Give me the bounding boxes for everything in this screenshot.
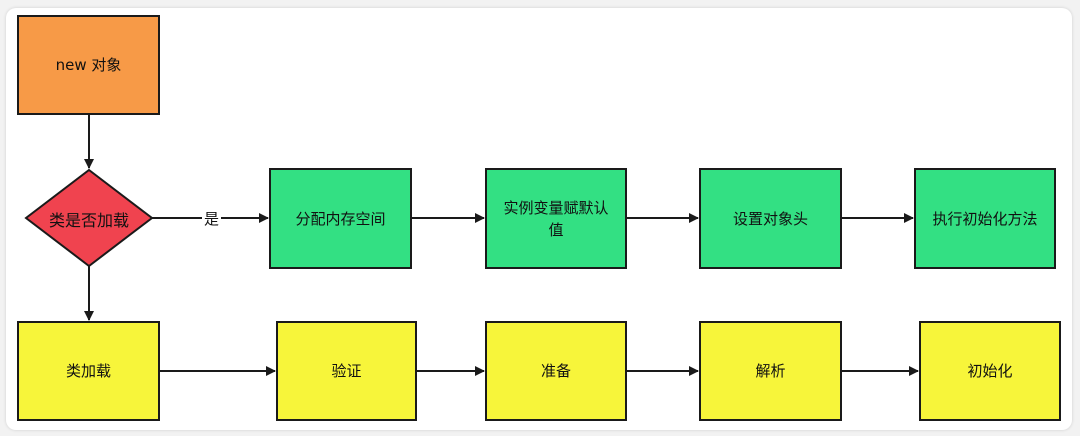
node-set-object-header: 设置对象头: [699, 168, 842, 269]
node-allocate-memory-label: 分配内存空间: [295, 209, 386, 228]
node-class-loading: 类加载: [17, 321, 160, 421]
node-resolve: 解析: [699, 321, 842, 421]
node-default-values-label: 实例变量赋默认值: [503, 198, 609, 239]
node-allocate-memory: 分配内存空间: [269, 168, 412, 269]
node-default-values: 实例变量赋默认值: [485, 168, 627, 269]
node-resolve-label: 解析: [755, 362, 786, 380]
node-run-init-label: 执行初始化方法: [932, 209, 1038, 228]
node-initialize: 初始化: [919, 321, 1061, 421]
node-prepare: 准备: [485, 321, 627, 421]
node-class-loaded-check-label: 类是否加载: [48, 211, 129, 230]
node-verify: 验证: [276, 321, 417, 421]
node-new-object: new 对象: [17, 15, 160, 115]
node-run-init: 执行初始化方法: [914, 168, 1056, 269]
node-verify-label: 验证: [331, 362, 362, 380]
node-new-object-label: new 对象: [55, 56, 122, 74]
node-prepare-label: 准备: [540, 362, 571, 380]
yes-edge-label: 是: [202, 208, 222, 229]
node-initialize-label: 初始化: [967, 362, 1013, 380]
node-class-loading-label: 类加载: [65, 362, 111, 380]
node-set-object-header-label: 设置对象头: [732, 209, 808, 228]
